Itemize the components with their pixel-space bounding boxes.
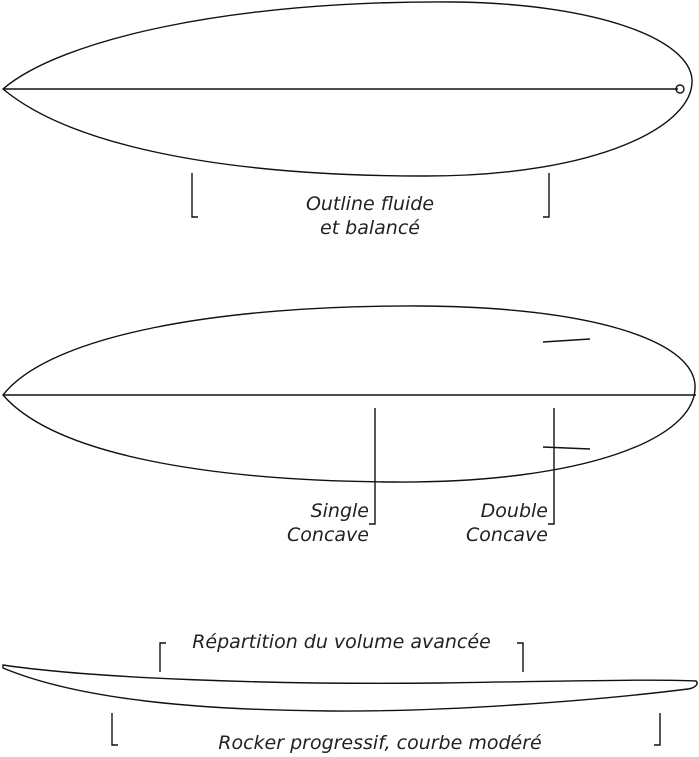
top-view-board — [1, 1, 693, 177]
double-concave-line1: Double — [480, 500, 548, 522]
rocker-bracket-left — [111, 713, 118, 746]
side-view-profile — [2, 664, 698, 712]
rocker-bracket-right — [654, 713, 661, 746]
top-view-outline — [1, 1, 693, 177]
single-concave-line2: Concave — [287, 524, 369, 546]
volume-bracket-left — [159, 642, 166, 672]
outline-bracket-right — [543, 173, 550, 218]
single-concave-label: Single Concave — [250, 499, 369, 547]
volume-bracket-right — [517, 642, 524, 672]
top-view-nose-hole — [675, 84, 685, 94]
fin-line-top — [542, 338, 591, 343]
double-concave-label: Double Concave — [420, 499, 548, 547]
volume-label: Répartition du volume avancée — [192, 631, 491, 653]
single-concave-bracket — [369, 408, 376, 525]
side-view-board — [2, 664, 698, 712]
double-concave-bracket — [548, 408, 555, 525]
bottom-view-outline — [2, 305, 696, 483]
rocker-label: Rocker progressif, courbe modéré — [218, 732, 542, 754]
outline-label-line1: Outline fluide — [305, 193, 435, 215]
fin-line-bottom — [542, 446, 591, 450]
outline-bracket-left — [191, 173, 198, 218]
double-concave-line2: Concave — [466, 524, 548, 546]
single-concave-line1: Single — [310, 500, 369, 522]
outline-label-line2: et balancé — [320, 217, 420, 239]
outline-label: Outline fluide et balancé — [270, 192, 470, 240]
bottom-view-board — [2, 305, 696, 483]
